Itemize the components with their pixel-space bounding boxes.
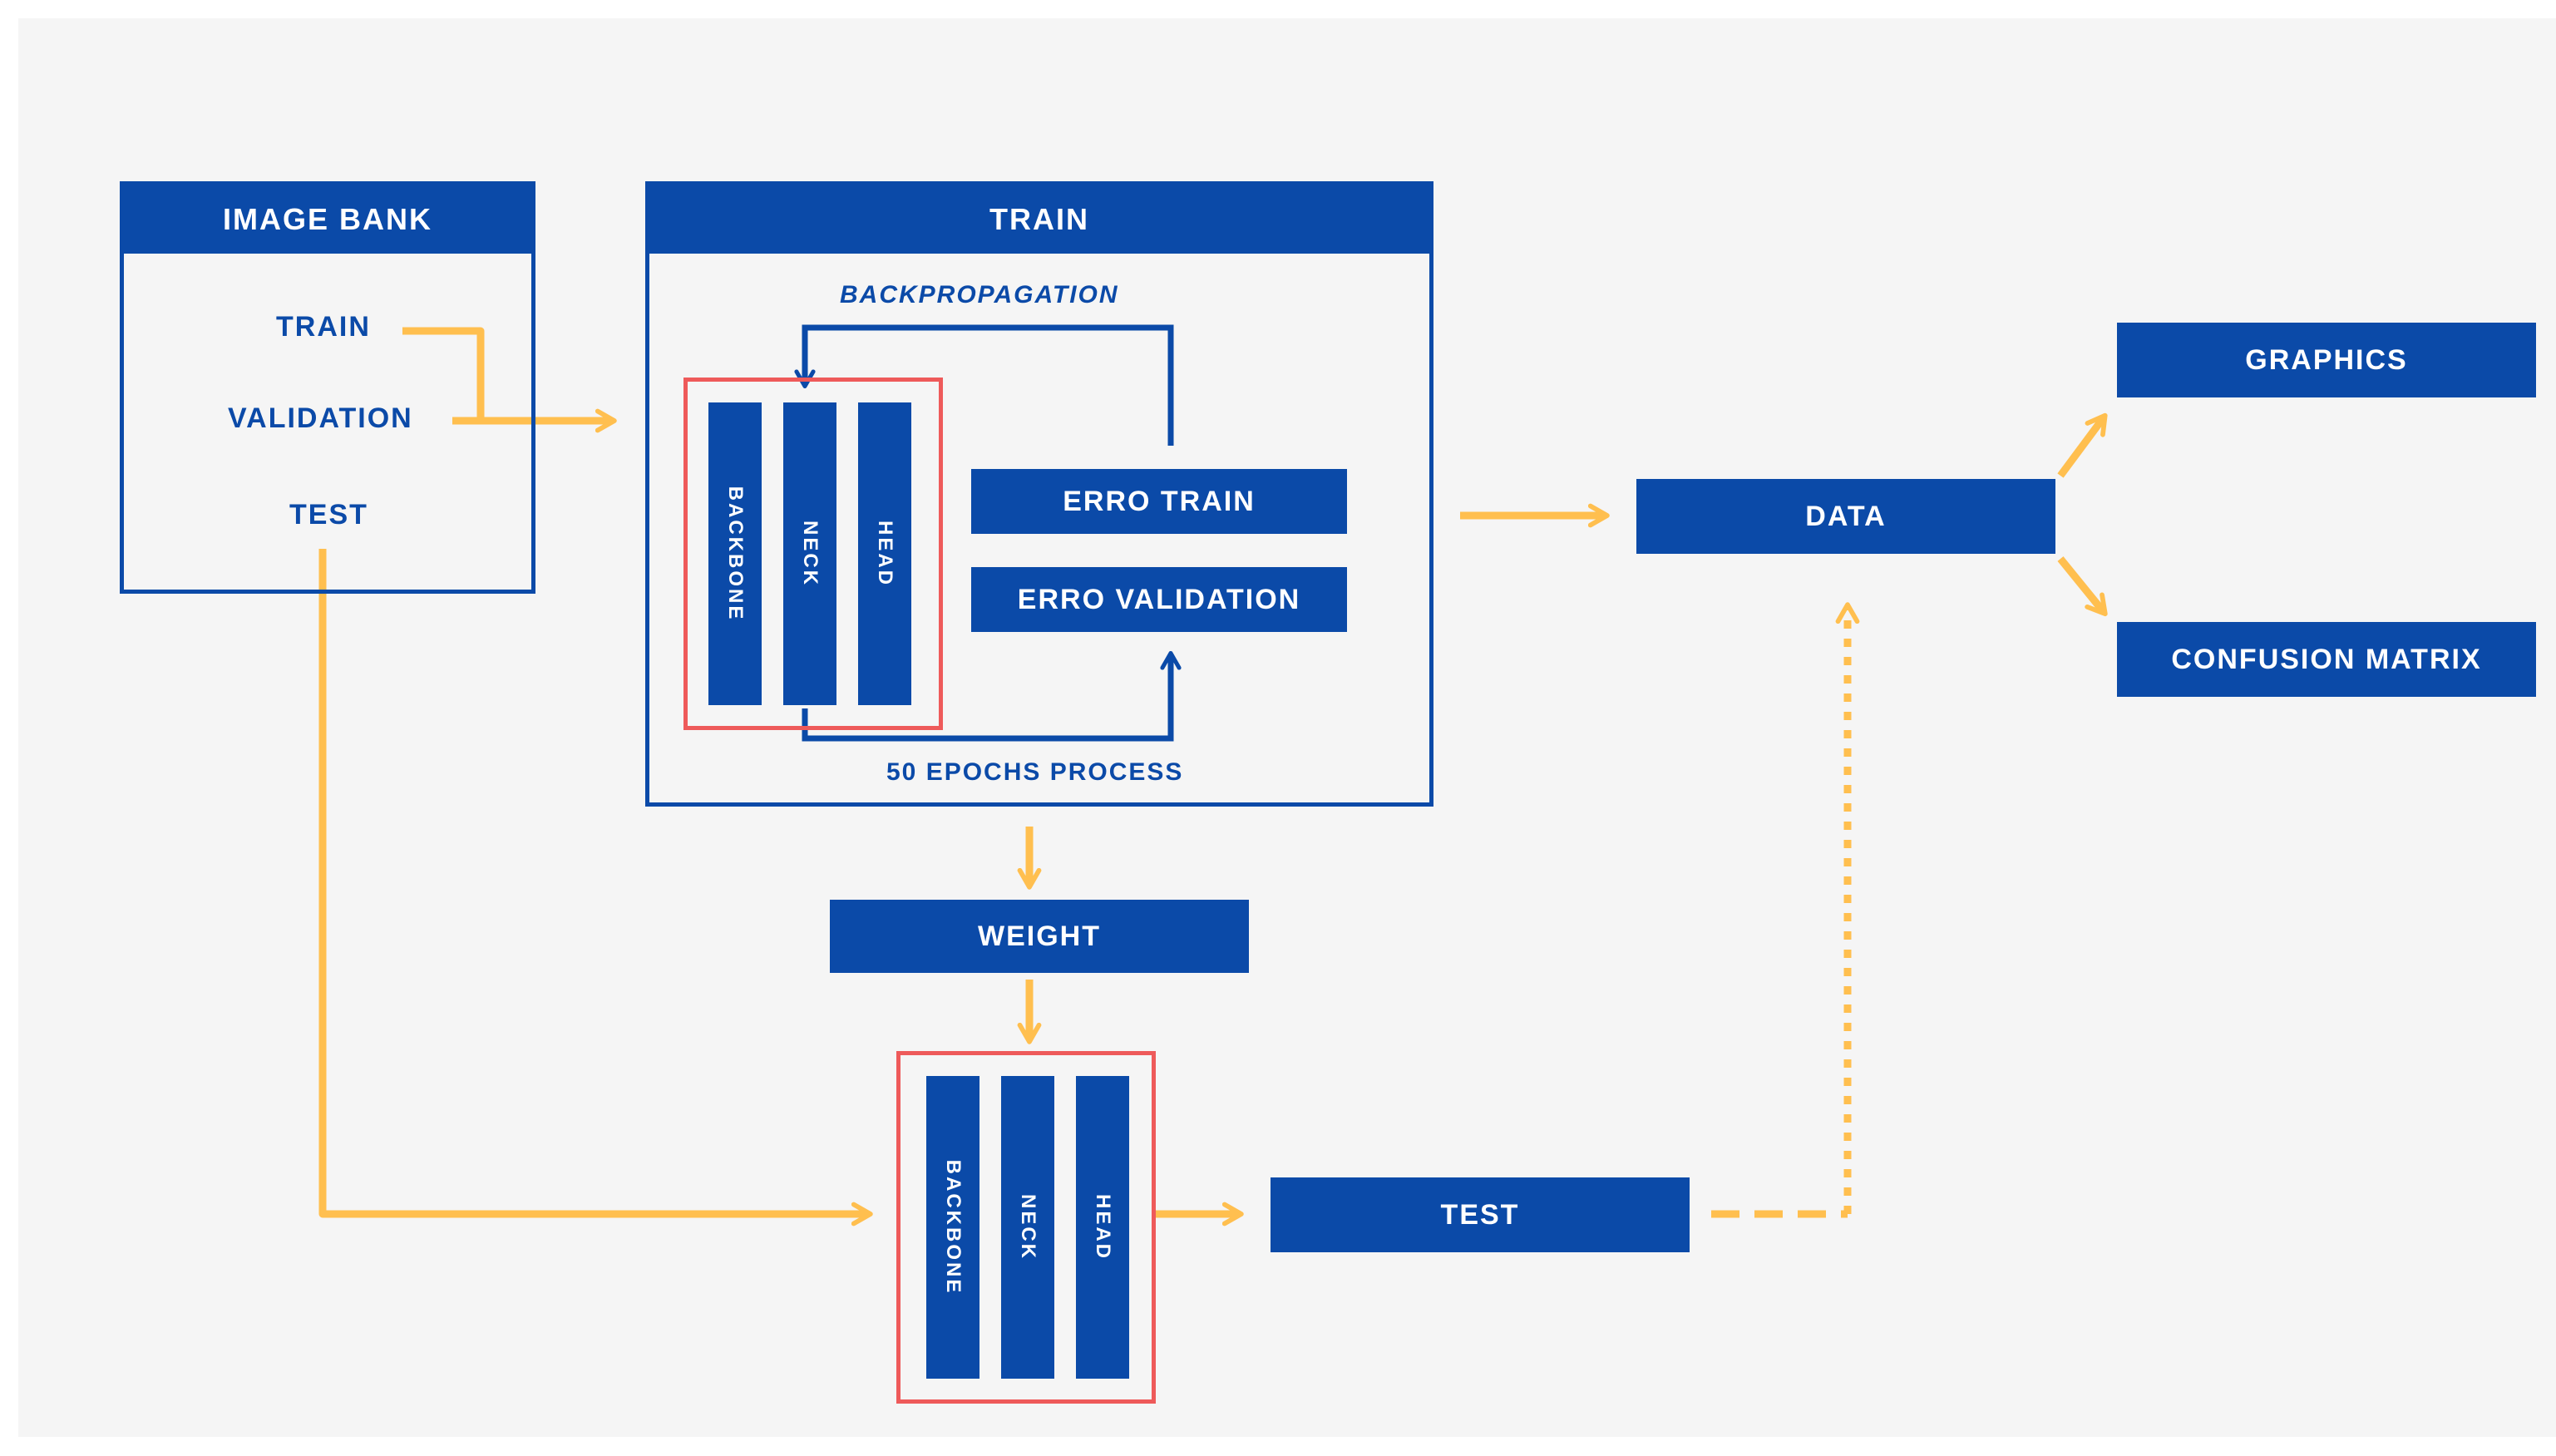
train-backbone-label: BACKBONE	[724, 486, 747, 622]
confusion-matrix-box: CONFUSION MATRIX	[2117, 622, 2536, 697]
arrow-data-to-graphics	[2057, 412, 2108, 478]
test-head-label: HEAD	[1092, 1193, 1114, 1261]
image-bank-validation-label: VALIDATION	[228, 402, 413, 434]
test-neck-block: NECK	[1001, 1076, 1054, 1379]
arrow-epochs-loop	[802, 650, 1182, 742]
erro-validation-box: ERRO VALIDATION	[971, 567, 1347, 632]
image-bank-train-label: TRAIN	[276, 311, 371, 343]
test-backbone-block: BACKBONE	[926, 1076, 979, 1379]
training-model-frame	[683, 378, 943, 730]
test-neck-label: NECK	[1017, 1193, 1039, 1261]
weight-box: WEIGHT	[830, 900, 1249, 973]
data-box: DATA	[1636, 479, 2055, 554]
train-neck-label: NECK	[799, 520, 822, 588]
image-bank-title: IMAGE BANK	[124, 185, 531, 254]
arrow-backpropagation	[794, 324, 1174, 446]
test-backbone-label: BACKBONE	[942, 1159, 965, 1296]
test-box: TEST	[1271, 1177, 1690, 1252]
image-bank-panel: IMAGE BANK	[120, 181, 535, 594]
test-model-frame	[896, 1051, 1156, 1404]
backpropagation-label: BACKPROPAGATION	[840, 281, 1119, 308]
epochs-label: 50 EPOCHS PROCESS	[886, 758, 1184, 786]
train-neck-block: NECK	[783, 402, 836, 705]
test-head-block: HEAD	[1076, 1076, 1129, 1379]
train-backbone-block: BACKBONE	[708, 402, 762, 705]
train-head-block: HEAD	[858, 402, 911, 705]
train-panel: TRAIN	[645, 181, 1433, 807]
image-bank-test-label: TEST	[289, 499, 368, 531]
connector-train-merge	[402, 327, 485, 421]
erro-train-box: ERRO TRAIN	[971, 469, 1347, 534]
train-head-label: HEAD	[874, 520, 896, 588]
graphics-box: GRAPHICS	[2117, 323, 2536, 397]
train-panel-title: TRAIN	[649, 185, 1429, 254]
arrow-data-to-confusion-matrix	[2057, 556, 2108, 617]
arrow-test-to-model	[318, 549, 873, 1226]
